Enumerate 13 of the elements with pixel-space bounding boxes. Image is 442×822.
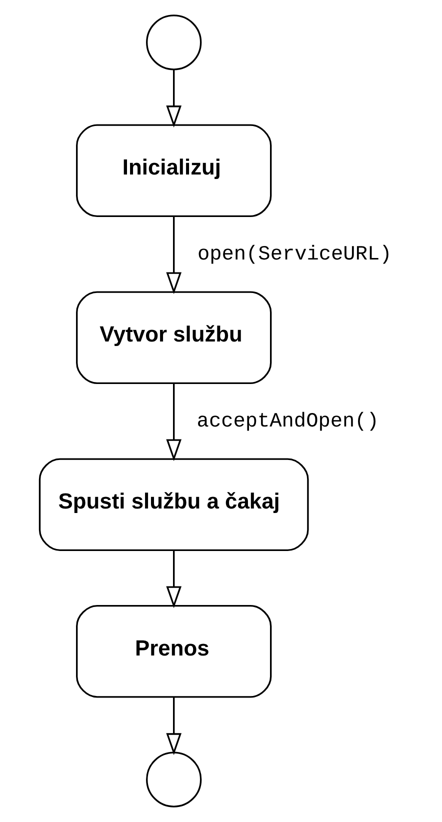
node-box: Prenos (76, 604, 272, 698)
node-circle (146, 752, 202, 808)
node-box: Spusti službu a čakaj (38, 458, 308, 551)
arrow (166, 216, 182, 294)
arrow (166, 697, 182, 756)
node-box: Vytvor službu (76, 291, 272, 384)
arrow (166, 550, 182, 608)
node-box: Inicializuj (76, 124, 272, 218)
arrow (166, 70, 182, 128)
arrow (166, 384, 182, 462)
edge-label: open(ServiceURL) (196, 243, 392, 266)
node-circle (146, 14, 202, 70)
edge-label: acceptAndOpen() (196, 410, 378, 434)
